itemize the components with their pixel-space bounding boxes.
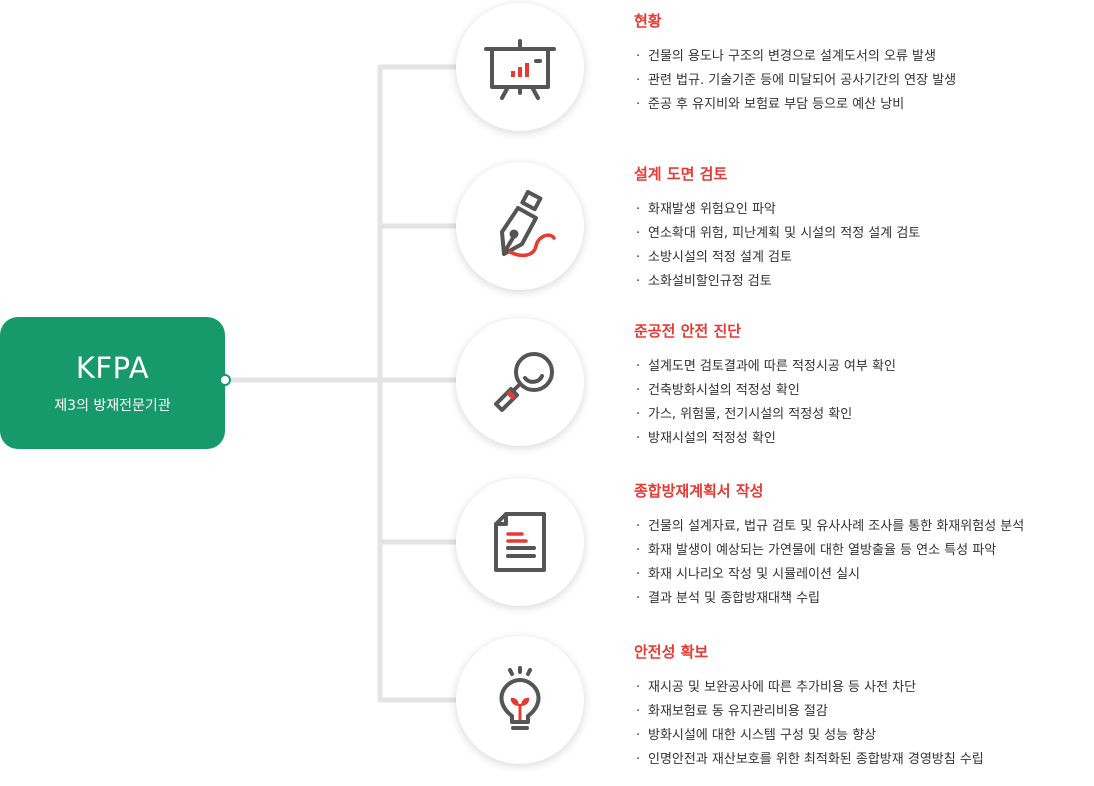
- list-item: 연소확대 위험, 피난계획 및 시설의 적정 설계 검토: [634, 222, 1094, 246]
- section-title: 설계 도면 검토: [634, 165, 728, 183]
- root-title: KFPA: [75, 351, 150, 385]
- list-item: 소방시설의 적정 설계 검토: [634, 246, 1094, 270]
- list-item: 화재 발생이 예상되는 가연물에 대한 열방출율 등 연소 특성 파악: [634, 539, 1094, 563]
- section-design-review: 설계 도면 검토 화재발생 위험요인 파악 연소확대 위험, 피난계획 및 시설…: [634, 164, 1094, 294]
- section-list: 건물의 설계자료, 법규 검토 및 유사사례 조사를 통한 화재위험성 분석 화…: [634, 515, 1094, 611]
- document-icon: [494, 512, 546, 572]
- list-item: 화재 시나리오 작성 및 시뮬레이션 실시: [634, 563, 1094, 587]
- list-item: 화재발생 위험요인 파악: [634, 198, 1094, 222]
- list-item: 소화설비할인규정 검토: [634, 270, 1094, 294]
- section-title: 준공전 안전 진단: [634, 322, 742, 340]
- step-5-icon-circle: [456, 636, 584, 764]
- step-4-icon-circle: [456, 478, 584, 606]
- section-list: 설계도면 검토결과에 따른 적정시공 여부 확인 건축방화시설의 적정성 확인 …: [634, 355, 1094, 451]
- list-item: 결과 분석 및 종합방재대책 수립: [634, 587, 1094, 611]
- presentation-chart-icon: [484, 39, 556, 100]
- section-title: 안전성 확보: [634, 643, 709, 661]
- lightbulb-sprout-icon: [499, 666, 541, 730]
- list-item: 화재보험료 동 유지관리비용 절감: [634, 700, 1094, 724]
- kfpa-root-node: KFPA 제3의 방재전문기관: [0, 317, 225, 449]
- root-subtitle: 제3의 방재전문기관: [54, 398, 171, 414]
- list-item: 재시공 및 보완공사에 따른 추가비용 등 사전 차단: [634, 676, 1094, 700]
- list-item: 설계도면 검토결과에 따른 적정시공 여부 확인: [634, 355, 1094, 379]
- list-item: 가스, 위험물, 전기시설의 적정성 확인: [634, 403, 1094, 427]
- list-item: 건물의 용도나 구조의 변경으로 설계도서의 오류 발생: [634, 45, 1094, 69]
- fountain-pen-icon: [500, 190, 556, 258]
- list-item: 건물의 설계자료, 법규 검토 및 유사사례 조사를 통한 화재위험성 분석: [634, 515, 1094, 539]
- section-disaster-plan: 종합방재계획서 작성 건물의 설계자료, 법규 검토 및 유사사례 조사를 통한…: [634, 481, 1094, 611]
- section-list: 건물의 용도나 구조의 변경으로 설계도서의 오류 발생 관련 법규. 기술기준…: [634, 45, 1094, 117]
- section-title: 종합방재계획서 작성: [634, 482, 764, 500]
- section-list: 재시공 및 보완공사에 따른 추가비용 등 사전 차단 화재보험료 동 유지관리…: [634, 676, 1094, 772]
- list-item: 건축방화시설의 적정성 확인: [634, 379, 1094, 403]
- list-item: 인명안전과 재산보호를 위한 최적화된 종합방재 경영방침 수립: [634, 748, 1094, 772]
- list-item: 방재시설의 적정성 확인: [634, 427, 1094, 451]
- list-item: 준공 후 유지비와 보험료 부담 등으로 예산 낭비: [634, 93, 1094, 117]
- section-safety-diagnosis: 준공전 안전 진단 설계도면 검토결과에 따른 적정시공 여부 확인 건축방화시…: [634, 321, 1094, 451]
- step-3-icon-circle: [456, 318, 584, 446]
- section-status: 현황 건물의 용도나 구조의 변경으로 설계도서의 오류 발생 관련 법규. 기…: [634, 11, 1094, 117]
- magnifier-icon: [494, 352, 554, 412]
- step-1-icon-circle: [456, 3, 584, 131]
- section-list: 화재발생 위험요인 파악 연소확대 위험, 피난계획 및 시설의 적정 설계 검…: [634, 198, 1094, 294]
- section-title: 현황: [634, 12, 662, 30]
- step-2-icon-circle: [456, 162, 584, 290]
- list-item: 관련 법규. 기술기준 등에 미달되어 공사기간의 연장 발생: [634, 69, 1094, 93]
- list-item: 방화시설에 대한 시스템 구성 및 성능 향상: [634, 724, 1094, 748]
- section-safety-assurance: 안전성 확보 재시공 및 보완공사에 따른 추가비용 등 사전 차단 화재보험료…: [634, 642, 1094, 772]
- root-connector-dot: [219, 374, 231, 386]
